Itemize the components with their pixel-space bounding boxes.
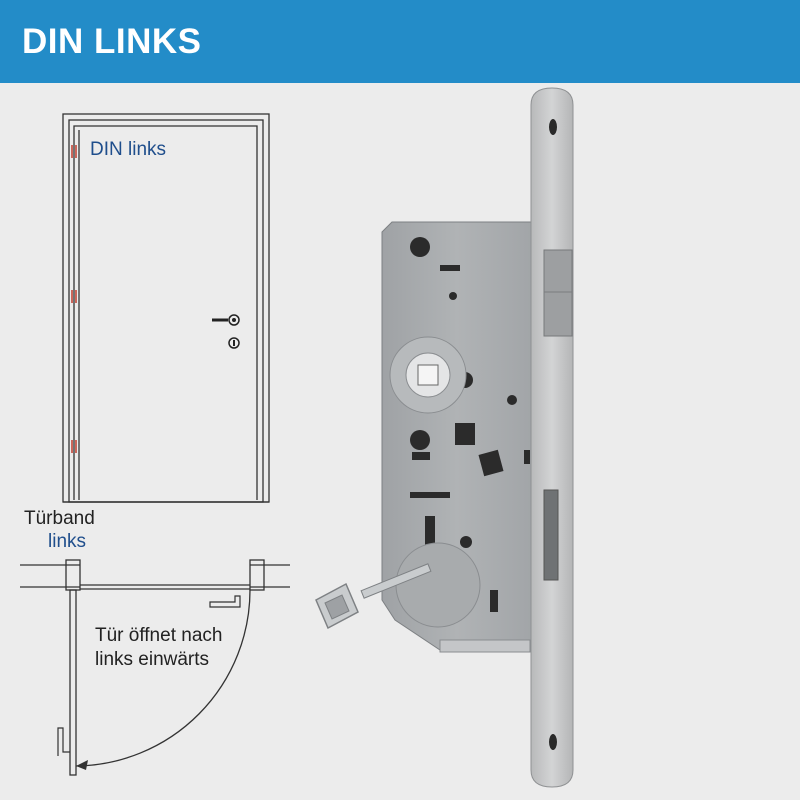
door-din-label: DIN links <box>90 139 167 160</box>
plan-handle-open <box>57 727 70 756</box>
hinge-side-label: links <box>48 531 87 552</box>
door-leaf-outline <box>73 125 258 500</box>
header-banner: DIN LINKS <box>0 0 800 83</box>
faceplate-screw-hole-top <box>549 119 557 135</box>
swing-direction-note: Tür öffnet nach links einwärts <box>95 625 223 670</box>
latch-bolt <box>543 249 573 337</box>
handle-rose <box>228 314 240 326</box>
keyhole-escutcheon <box>228 337 240 349</box>
lock-bottom-edge <box>439 639 531 653</box>
door-elevation-drawing <box>62 113 270 503</box>
plan-handle-closed <box>209 595 241 608</box>
swing-arrow <box>76 760 88 770</box>
door-plan-drawing <box>20 559 290 776</box>
swing-arc <box>75 589 251 767</box>
door-leaf-open <box>69 589 77 776</box>
page-title: DIN LINKS <box>22 22 202 61</box>
lock-faceplate <box>530 87 574 788</box>
hinge-label: Türband <box>24 508 95 529</box>
hinge-marks <box>71 145 77 453</box>
dead-bolt <box>543 489 559 581</box>
key-icon <box>315 563 432 630</box>
spindle-square <box>417 364 439 386</box>
faceplate-screw-hole-bottom <box>549 734 557 750</box>
frame-right <box>249 559 265 591</box>
key-rosette <box>395 542 481 628</box>
